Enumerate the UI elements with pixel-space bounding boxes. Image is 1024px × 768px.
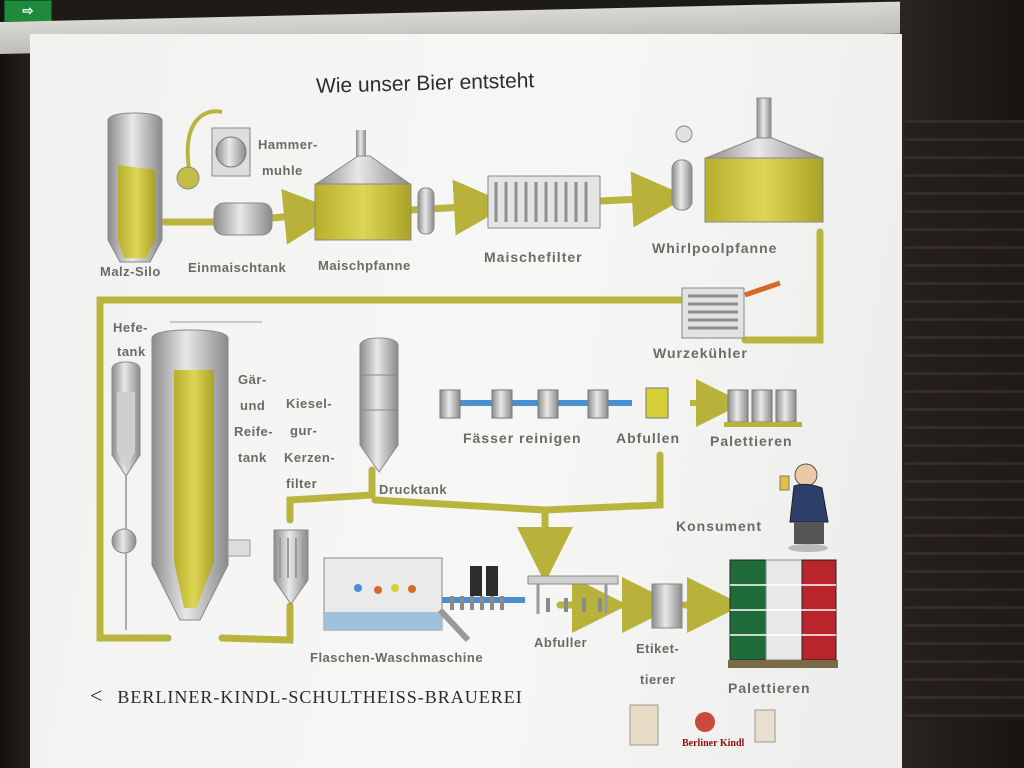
malz-silo	[107, 112, 163, 263]
maischefilter	[487, 175, 601, 229]
keg-line	[439, 387, 669, 419]
label-flaschen-waschmaschine: Flaschen-Waschmaschine	[310, 650, 484, 665]
logo-schultheiss	[754, 709, 776, 743]
gar-und-reifetank	[151, 329, 251, 621]
label-abfuller: Abfuller	[534, 635, 588, 650]
label-etikettierer-1: Etiket-	[636, 641, 680, 656]
whirlpoolpfanne	[671, 97, 824, 223]
back-symbol[interactable]: <	[90, 683, 104, 708]
maischpfanne	[314, 130, 435, 241]
keg-pallet	[724, 389, 802, 427]
label-hefetank-2: tank	[117, 344, 146, 359]
cooler-outlet-arrow	[744, 280, 781, 298]
logo-left	[629, 704, 659, 746]
konsument-figure	[779, 463, 829, 552]
abfuller-machine	[527, 575, 619, 614]
label-hammermuhle-1: Hammer-	[258, 137, 318, 152]
silo-scale	[176, 166, 200, 190]
hammermuhle	[211, 127, 251, 177]
label-maischpfanne: Maischpfanne	[318, 258, 411, 273]
label-konsument: Konsument	[676, 518, 762, 534]
window-blinds	[905, 120, 1024, 720]
label-kiesel-4: filter	[286, 476, 318, 491]
label-gar-1: Gär-	[238, 372, 267, 387]
pipe-silo-to-mill	[185, 109, 223, 176]
label-kiesel-2: gur-	[290, 423, 318, 438]
etikettierer-machine	[651, 583, 683, 629]
label-gar-4: tank	[238, 450, 267, 465]
label-palettieren-kegs: Palettieren	[710, 433, 793, 449]
logo-berliner-kindl-text: Berliner Kindl	[682, 738, 745, 749]
logo-berliner-kindl-emblem	[695, 712, 715, 732]
label-etikettierer-2: tierer	[640, 672, 676, 687]
kieselgur-kerzenfilter	[273, 529, 309, 605]
crate-pallet	[728, 559, 838, 668]
label-gar-3: Reife-	[234, 424, 274, 439]
label-fasser-reinigen: Fässer reinigen	[463, 430, 582, 446]
flaschen-waschmaschine	[323, 557, 504, 643]
einmaischtank	[213, 202, 273, 236]
label-einmaischtank: Einmaischtank	[188, 260, 287, 275]
drucktank	[359, 337, 399, 473]
brewery-name: BERLINER-KINDL-SCHULTHEISS-BRAUEREI	[117, 687, 523, 707]
footer-brewery-line: < BERLINER-KINDL-SCHULTHEISS-BRAUEREI	[90, 683, 523, 709]
label-malz-silo: Malz-Silo	[100, 264, 161, 279]
label-maischefilter: Maischefilter	[484, 249, 583, 265]
label-hefetank-1: Hefe-	[113, 320, 149, 335]
label-kiesel-1: Kiesel-	[286, 396, 333, 411]
label-gar-2: und	[240, 398, 266, 413]
hefetank	[111, 361, 141, 630]
label-hammermuhle-2: muhle	[262, 163, 303, 178]
wurzekuhler	[681, 287, 745, 339]
label-kiesel-3: Kerzen-	[284, 450, 336, 465]
label-abfullen: Abfullen	[616, 430, 680, 446]
label-palettieren-bottles: Palettieren	[728, 680, 811, 696]
label-drucktank: Drucktank	[379, 482, 448, 497]
label-wurzekuhler: Wurzekühler	[653, 345, 748, 361]
label-whirlpoolpfanne: Whirlpoolpfanne	[652, 240, 778, 256]
